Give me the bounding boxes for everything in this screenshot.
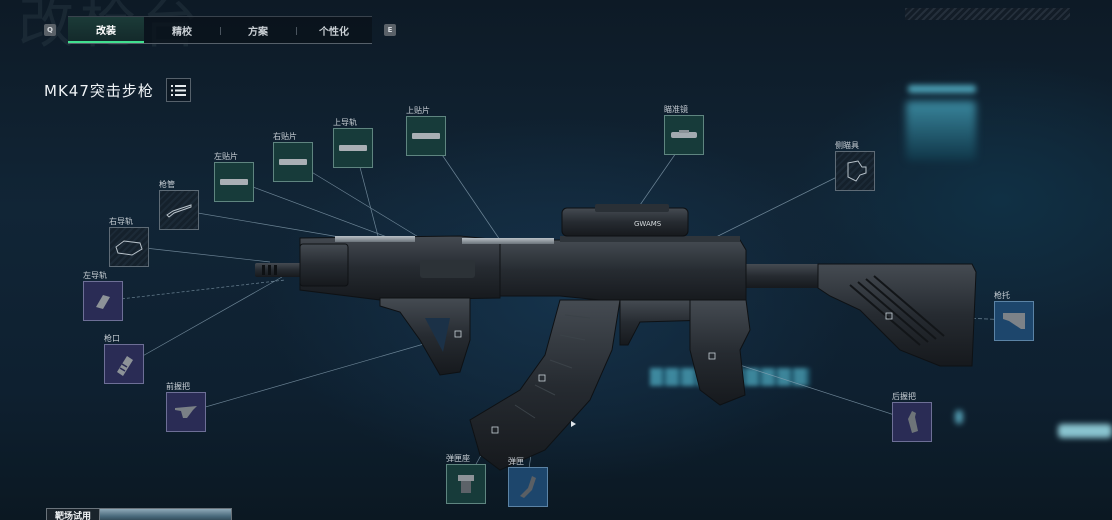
muzzle-brake-icon <box>117 356 133 376</box>
stock-icon <box>1003 313 1025 329</box>
slot-side-sight[interactable]: 侧瞄具 <box>835 141 875 191</box>
slot-label: 前握把 <box>166 382 190 391</box>
rail-mount-icon <box>115 240 143 256</box>
range-test-button[interactable]: 靶场试用 <box>46 508 232 520</box>
range-preview-thumbnail <box>99 509 231 520</box>
slot-label: 弹匣 <box>508 457 524 466</box>
background-light <box>1058 424 1112 438</box>
slot-box <box>664 115 704 155</box>
rail-cover-icon <box>412 133 440 139</box>
background-light <box>906 101 976 161</box>
tab-tuning[interactable]: 精校 <box>172 26 192 38</box>
slot-box <box>406 116 446 156</box>
slot-barrel[interactable]: 枪管 <box>159 180 199 230</box>
laser-module-icon <box>96 295 110 309</box>
rail-cover-icon <box>220 179 248 185</box>
tab-customize[interactable]: 个性化 <box>296 17 372 43</box>
slot-box <box>892 402 932 442</box>
slot-label: 上导轨 <box>333 118 357 127</box>
slot-box <box>214 162 254 202</box>
prev-tab-key-hint[interactable]: Q <box>44 24 56 36</box>
mag-well-icon <box>458 475 474 493</box>
slot-stock[interactable]: 枪托 <box>994 291 1034 341</box>
rail-cover-icon <box>339 145 367 151</box>
slot-label: 瞄准镜 <box>664 105 688 114</box>
slot-label: 左导轨 <box>83 271 107 280</box>
slot-box <box>104 344 144 384</box>
background-light <box>955 410 963 424</box>
slot-label: 枪管 <box>159 180 175 189</box>
slot-scope[interactable]: 瞄准镜 <box>664 105 704 155</box>
slot-box <box>166 392 206 432</box>
attachment-list-button[interactable] <box>166 78 191 102</box>
slot-right-patch[interactable]: 右贴片 <box>273 132 313 182</box>
tab-modify[interactable]: 改装 <box>68 17 144 43</box>
slot-label: 枪口 <box>104 334 120 343</box>
side-sight-icon <box>847 160 867 182</box>
slot-left-rail[interactable]: 左导轨 <box>83 271 123 321</box>
slot-top-rail[interactable]: 上导轨 <box>333 118 373 168</box>
foregrip-icon <box>175 406 197 418</box>
slot-right-rail[interactable]: 右导轨 <box>109 217 149 267</box>
slot-mag-well[interactable]: 弹匣座 <box>446 454 486 504</box>
barrel-icon <box>166 204 192 218</box>
main-tab-bar: 改装 精校 方案 个性化 <box>68 16 372 44</box>
range-test-label: 靶场试用 <box>47 509 99 520</box>
slot-box <box>333 128 373 168</box>
list-icon <box>171 84 186 96</box>
slot-box <box>273 142 313 182</box>
slot-label: 上贴片 <box>406 106 430 115</box>
slot-label: 后握把 <box>892 392 916 401</box>
slot-muzzle[interactable]: 枪口 <box>104 334 144 384</box>
slot-box <box>109 227 149 267</box>
slot-box <box>508 467 548 507</box>
rail-cover-icon <box>279 159 307 165</box>
slot-box <box>83 281 123 321</box>
next-tab-key-hint[interactable]: E <box>384 24 396 36</box>
slot-label: 右导轨 <box>109 217 133 226</box>
slot-left-patch[interactable]: 左贴片 <box>214 152 254 202</box>
slot-label: 右贴片 <box>273 132 297 141</box>
pistol-grip-icon <box>908 411 918 433</box>
hatch-decoration <box>905 8 1070 20</box>
mouse-cursor-icon <box>571 421 576 427</box>
slot-box <box>159 190 199 230</box>
magazine-icon <box>520 476 536 498</box>
slot-rear-grip[interactable]: 后握把 <box>892 392 932 442</box>
slot-top-patch[interactable]: 上贴片 <box>406 106 446 156</box>
background-light <box>908 85 976 93</box>
slot-foregrip[interactable]: 前握把 <box>166 382 206 432</box>
slot-label: 侧瞄具 <box>835 141 859 150</box>
slot-box <box>446 464 486 504</box>
slot-label: 枪托 <box>994 291 1010 300</box>
slot-label: 左贴片 <box>214 152 238 161</box>
tab-presets[interactable]: 方案 <box>220 17 296 43</box>
slot-label: 弹匣座 <box>446 454 470 463</box>
slot-box <box>835 151 875 191</box>
slot-magazine[interactable]: 弹匣 <box>508 457 548 507</box>
weapon-name: MK47突击步枪 <box>44 82 154 100</box>
slot-box <box>994 301 1034 341</box>
scope-brand: GWAMS <box>634 220 662 228</box>
scope-icon <box>671 130 697 138</box>
